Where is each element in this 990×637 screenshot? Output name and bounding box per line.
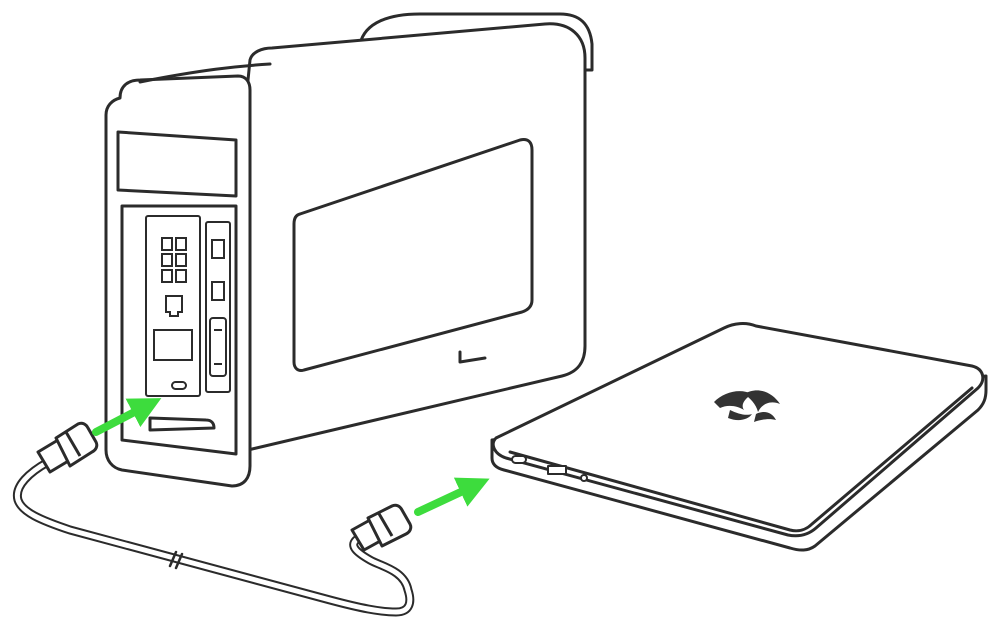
- enclosure-top-edge: [138, 62, 272, 84]
- usb-port-icon: [161, 237, 173, 251]
- cable-break-mark: [174, 552, 184, 570]
- enclosure-top-recess: [116, 130, 238, 198]
- usb-port-icon: [161, 269, 173, 283]
- cable-inner: [14, 459, 413, 615]
- cable-connector-enclosure: [36, 421, 99, 474]
- usb-port-icon: [175, 269, 187, 283]
- arrow-icon: [414, 477, 490, 516]
- laptop-lid-edge: [508, 386, 974, 533]
- enclosure-port-icon: [171, 381, 187, 390]
- audio-jack-icon: [580, 474, 588, 482]
- enclosure-foot: [458, 350, 487, 364]
- arrows: [92, 398, 490, 516]
- io-panel: [145, 215, 231, 397]
- cable-connector-laptop: [350, 503, 413, 552]
- usb-port-icon: [175, 237, 187, 251]
- usb-port-icon: [547, 465, 567, 475]
- cable-icon: [12, 457, 415, 617]
- usb-port-icon: [161, 253, 173, 267]
- dvi-port-icon: [209, 317, 227, 377]
- cable-break-mark: [168, 550, 178, 568]
- arrow-icon: [92, 398, 162, 436]
- enclosure-bottom-slot: [148, 416, 216, 432]
- laptop-port-icon: [511, 455, 527, 464]
- laptop-icon: [490, 322, 988, 552]
- usb-port-icon: [175, 253, 187, 267]
- enclosure-side-window: [292, 138, 534, 372]
- display-port-icon: [211, 239, 225, 259]
- logo-icon: [714, 390, 780, 422]
- io-block: [153, 329, 193, 361]
- ethernet-port-icon: [165, 295, 183, 317]
- display-port-icon: [211, 281, 225, 301]
